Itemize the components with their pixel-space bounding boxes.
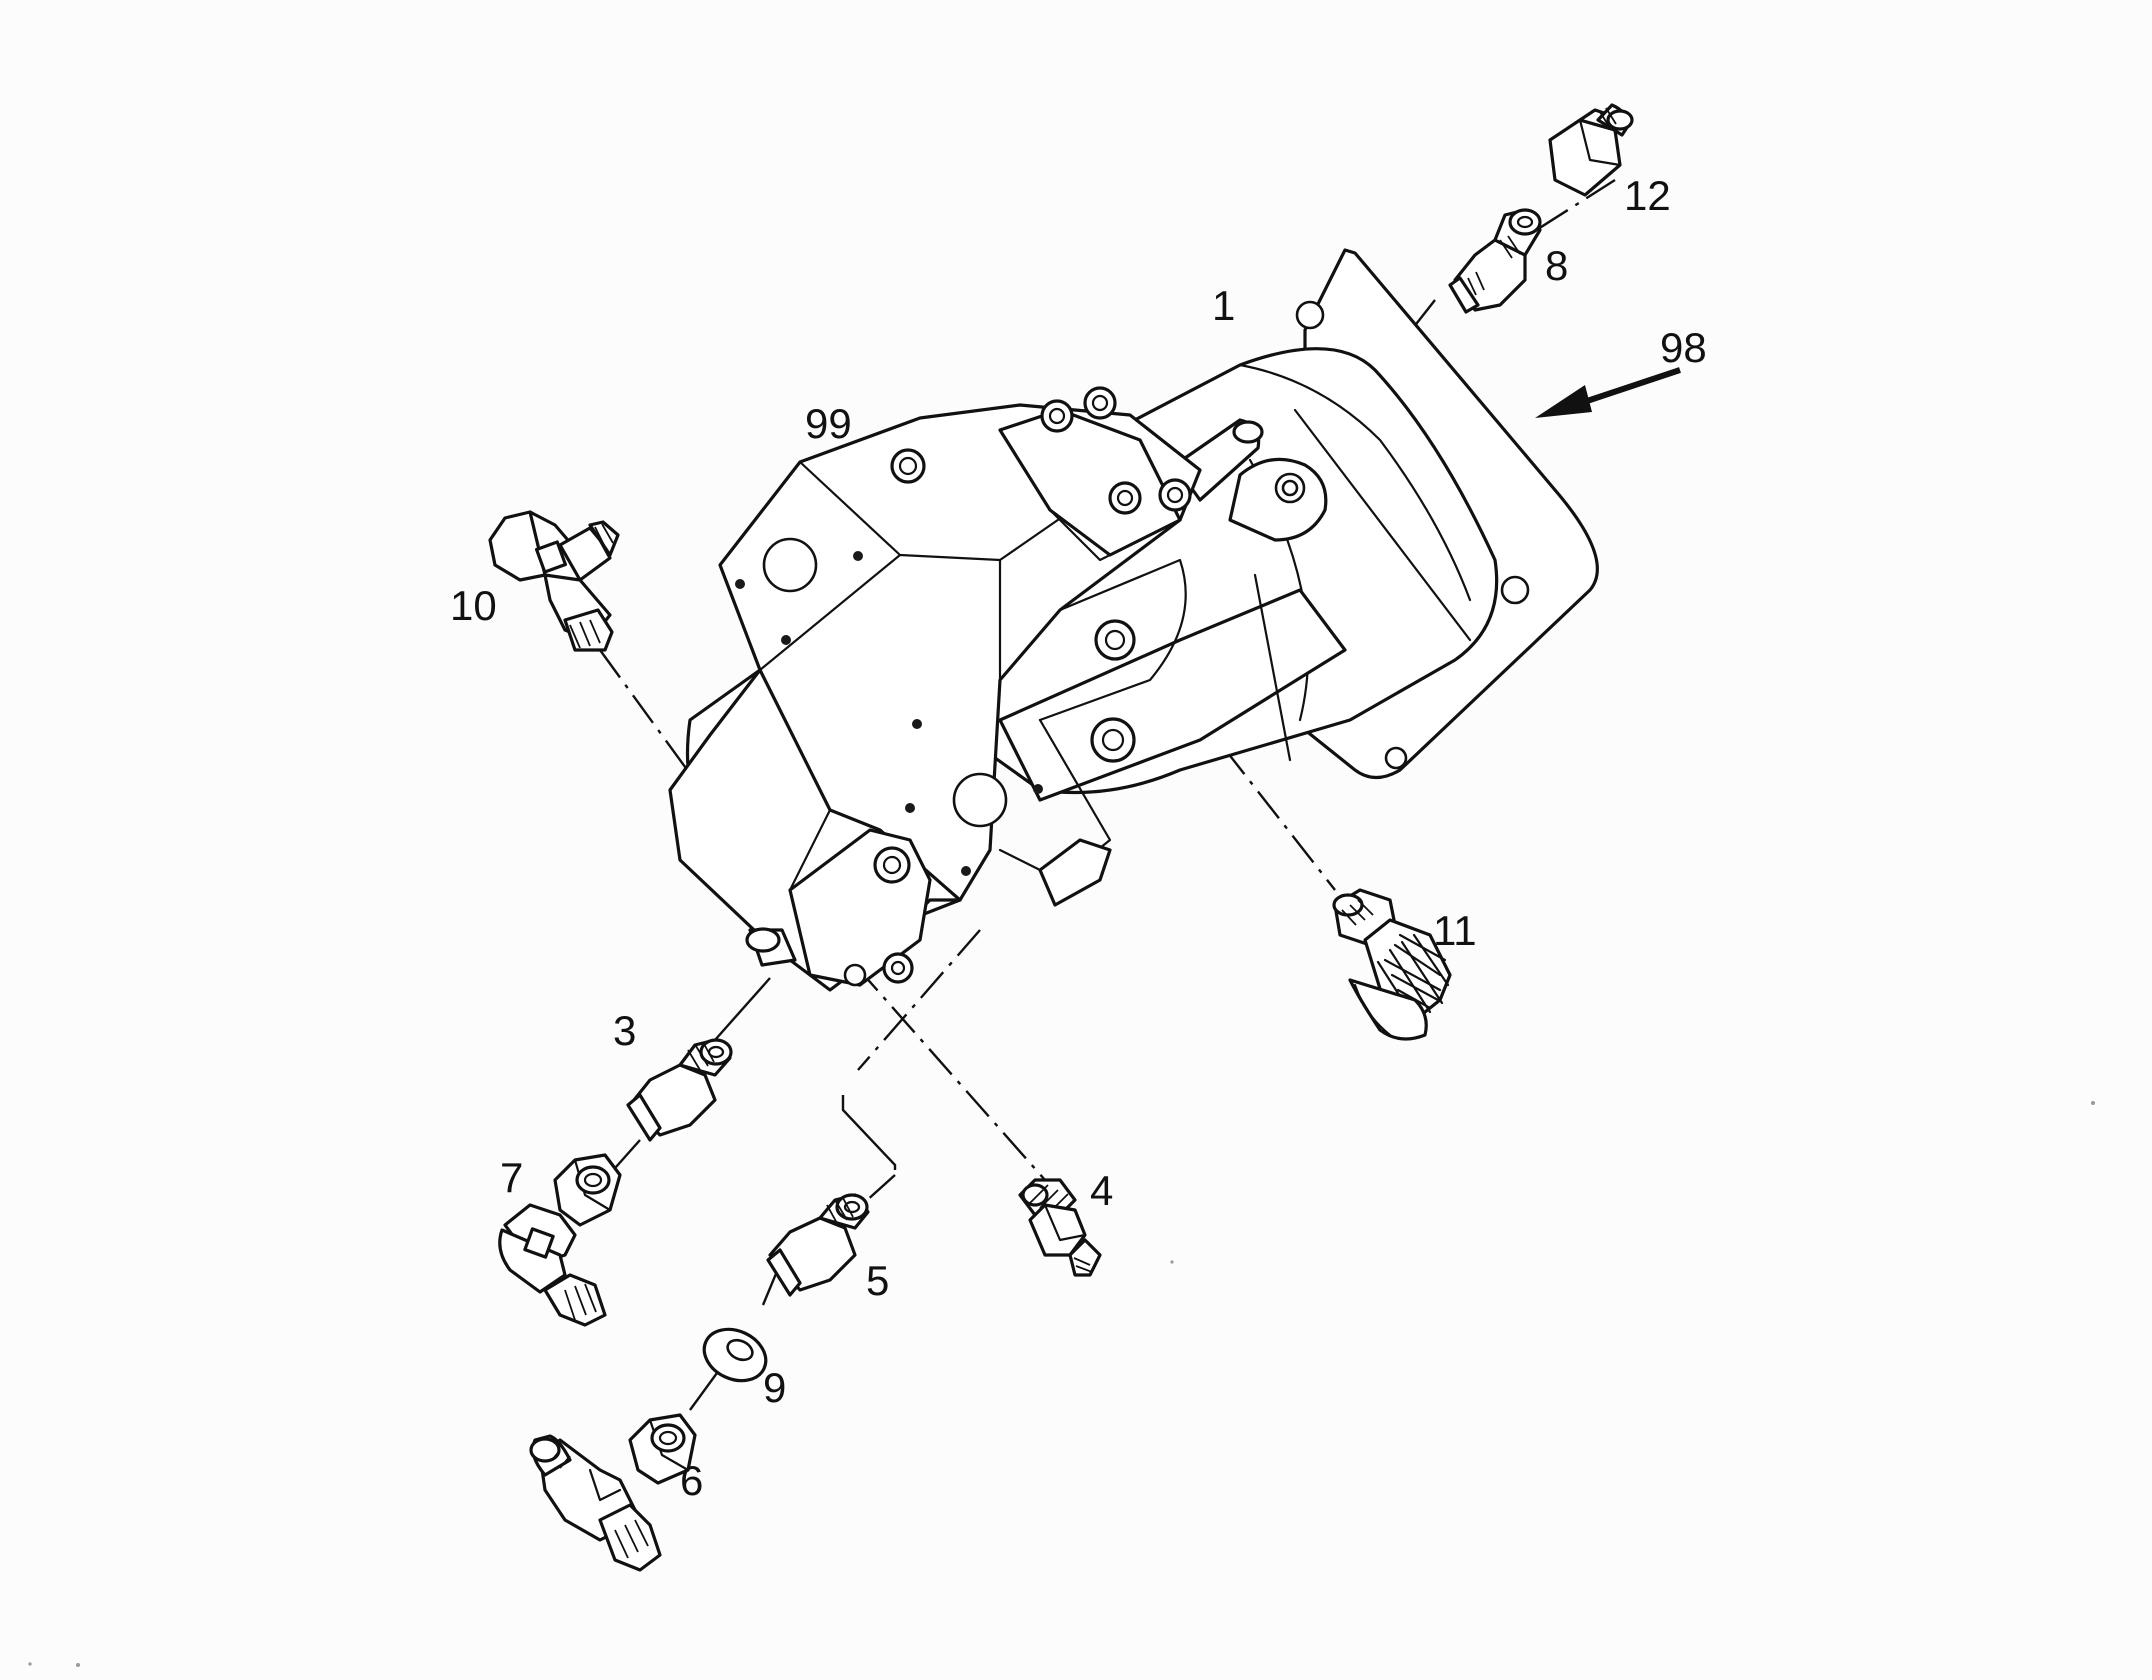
- callout-5: 5: [866, 1257, 889, 1304]
- housing-seam: [1253, 573, 1292, 762]
- leader-3: [714, 977, 771, 1041]
- pump-assembly: [668, 248, 1599, 992]
- part-5-adapter: [766, 1193, 870, 1297]
- part-10-elbow-fitting: [488, 510, 620, 652]
- callout-7: 7: [500, 1154, 523, 1201]
- callout-8: 8: [1545, 242, 1568, 289]
- callout-labels: 1 3 4 5 6 7 8 9 10 11 12 98 99: [450, 172, 1707, 1504]
- leader-4: [854, 964, 1046, 1181]
- callout-99: 99: [805, 400, 852, 447]
- part-12-cap-nut: [1548, 103, 1634, 197]
- part-11-filter-fitting: [1332, 888, 1452, 1041]
- callout-3: 3: [613, 1007, 636, 1054]
- callout-9: 9: [763, 1364, 786, 1411]
- leader-5-bend: [841, 1095, 897, 1170]
- callout-4: 4: [1090, 1167, 1113, 1214]
- callout-98: 98: [1660, 324, 1707, 371]
- part-9-washer: [702, 1327, 768, 1383]
- part-3-adapter: [626, 1038, 733, 1142]
- part-7-elbow: [498, 1153, 622, 1327]
- part-4-nipple: [1018, 1178, 1102, 1277]
- housing-lower-side: [998, 588, 1347, 802]
- lower-manifold: [668, 668, 962, 992]
- part-6-tee-fitting: [529, 1413, 697, 1572]
- callout-1: 1: [1212, 282, 1235, 329]
- gauge-port-boss: [1228, 457, 1328, 542]
- view-direction-arrow: [1535, 367, 1681, 418]
- callout-10: 10: [450, 582, 497, 629]
- callout-11: 11: [1433, 907, 1477, 954]
- callout-12: 12: [1624, 172, 1671, 219]
- leader-5-upper: [857, 929, 981, 1071]
- leader-12: [1504, 178, 1616, 252]
- scan-specks: [28, 1101, 2095, 1667]
- callout-6: 6: [680, 1457, 703, 1504]
- part-8-adapter: [1448, 208, 1542, 314]
